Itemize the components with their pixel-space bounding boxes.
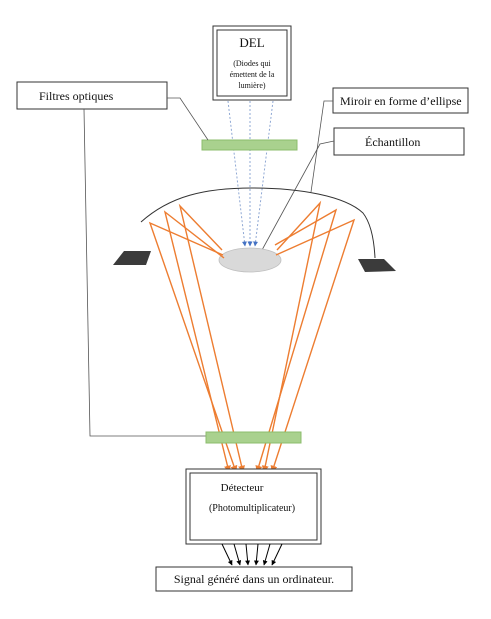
mirror-leader	[310, 100, 333, 193]
led-beam	[227, 100, 274, 247]
side-detector-left	[113, 251, 151, 265]
mirror-callout: Miroir en forme d’ellipse	[332, 87, 469, 114]
led-subtitle-line-1: (Diodes qui	[233, 59, 271, 68]
output-signal-box: Signal généré dans un ordinateur.	[155, 566, 353, 592]
elliptical-mirror	[140, 187, 376, 259]
detector-title: Détecteur	[221, 482, 264, 494]
filters-callout-label: Filtres optiques	[39, 89, 114, 103]
filters-leader-bottom	[83, 108, 206, 437]
optical-filter-bottom	[205, 431, 302, 444]
filters-leader-top	[167, 97, 209, 141]
detector-subtitle: (Photomultiplicateur)	[209, 503, 295, 514]
detector-box: Détecteur (Photomultiplicateur)	[185, 468, 322, 545]
output-signal-label: Signal généré dans un ordinateur.	[174, 572, 334, 586]
output-arrows	[221, 543, 283, 566]
sample-leader	[261, 140, 335, 251]
mirror-callout-label: Miroir en forme d’ellipse	[340, 94, 462, 108]
sample-callout: Échantillon	[333, 127, 465, 156]
filters-callout: Filtres optiques	[16, 81, 168, 110]
optical-filter-top	[201, 139, 298, 151]
side-detector-right	[358, 259, 396, 272]
led-subtitle-line-2: émettent de la	[230, 70, 275, 79]
emission-rays	[148, 200, 356, 473]
led-title: DEL	[239, 35, 264, 50]
led-subtitle-line-3: lumière)	[238, 81, 265, 90]
sample	[218, 247, 282, 273]
sample-callout-label: Échantillon	[365, 135, 420, 149]
led-source-box: DEL (Diodes qui émettent de la lumière)	[212, 25, 292, 101]
